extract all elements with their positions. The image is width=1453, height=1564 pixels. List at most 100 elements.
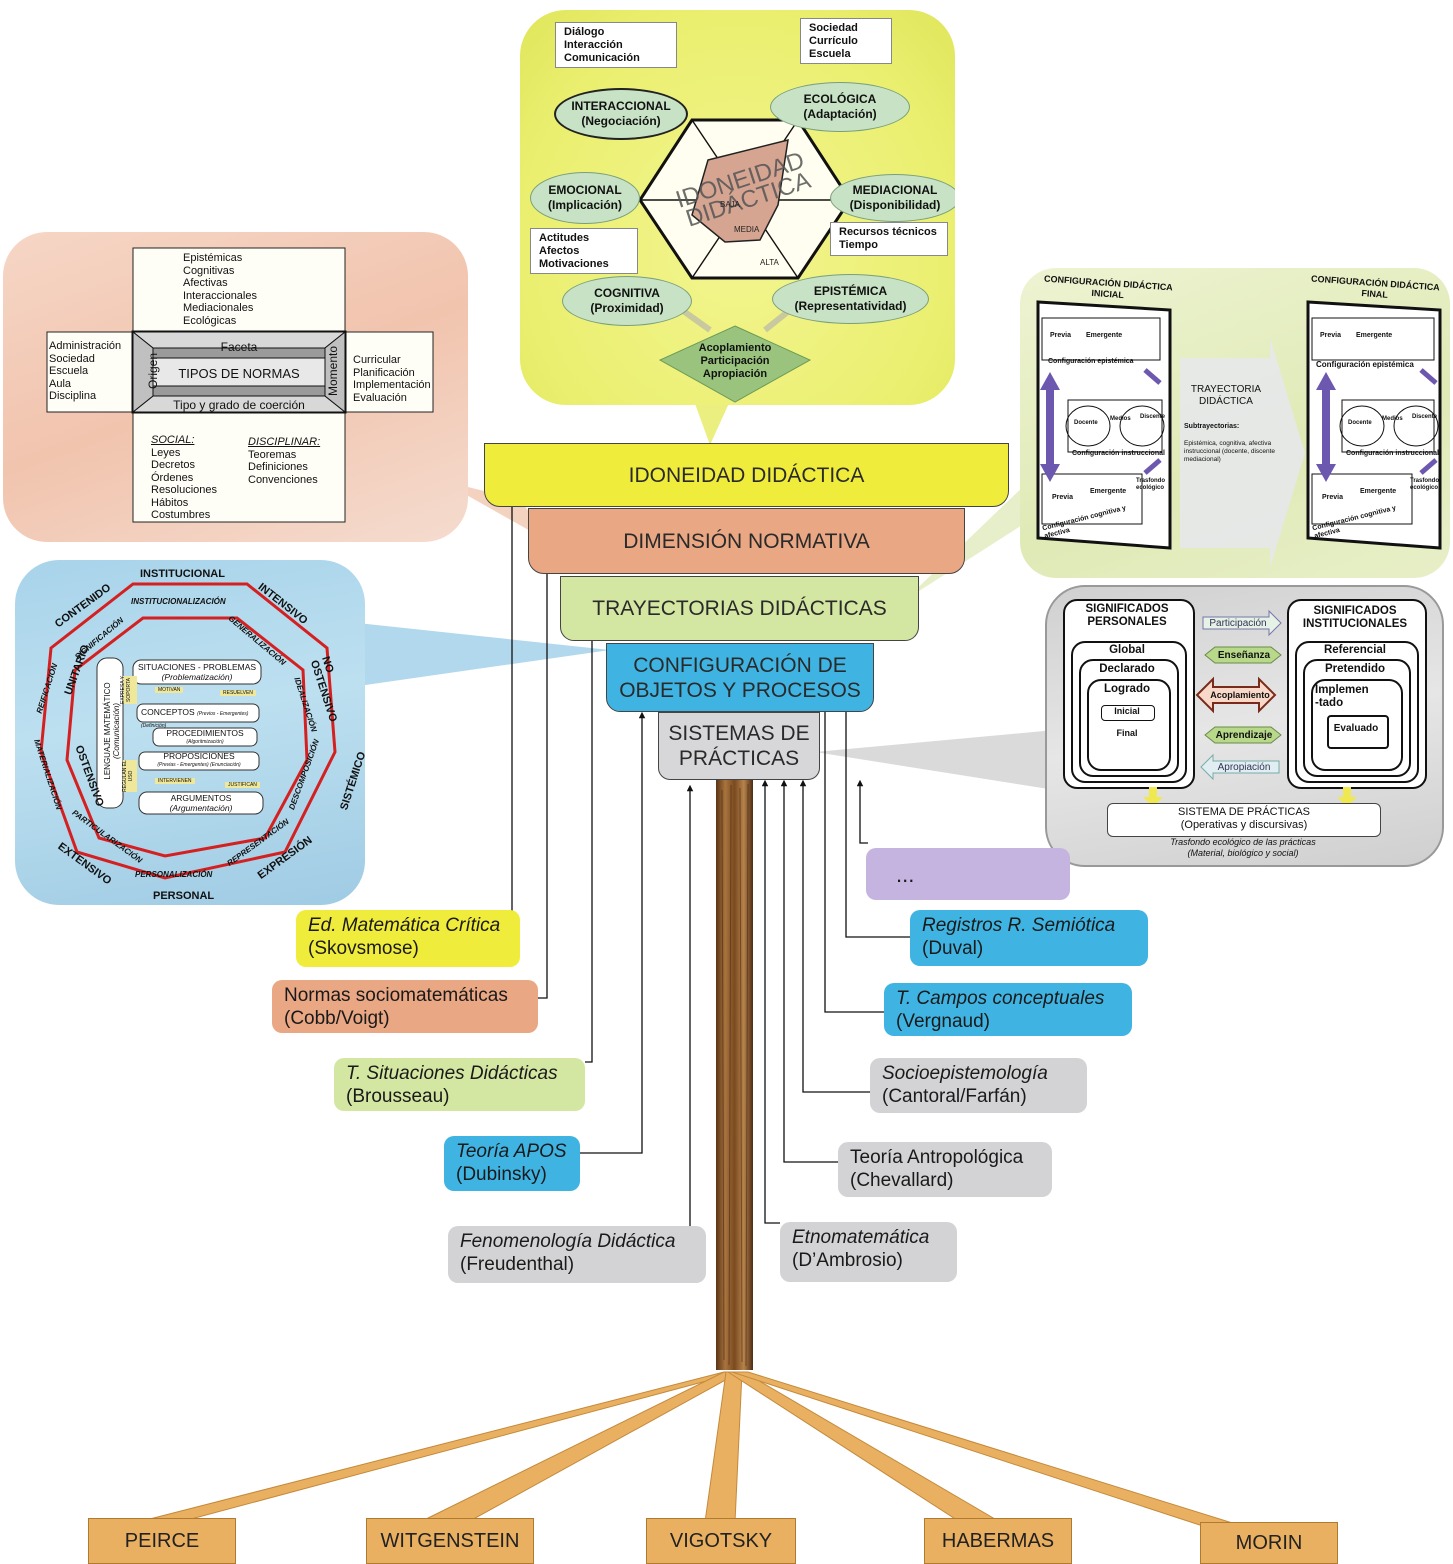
tier-trayectorias[interactable]: TRAYECTORIAS DIDÁCTICAS [560,576,919,641]
fin-trasfondo: Trasfondo ecológico [1410,478,1440,491]
fin-previa-2: Previa [1322,494,1344,501]
root-witgenstein[interactable]: WITGENSTEIN [366,1518,534,1564]
ini-conf-epistemica: Configuración epistémica [1048,358,1134,365]
obj-situaciones: SITUACIONES - PROBLEMAS(Problematización… [137,662,257,682]
fin-docente: Docente [1348,420,1372,426]
theory-dubinsky-author: (Dubinsky) [456,1164,547,1185]
ini-previa: Previa [1050,332,1072,339]
theory-chevallard-author: (Chevallard) [850,1170,954,1191]
theory-brousseau-author: (Brousseau) [346,1086,450,1107]
tier-trayectorias-label: TRAYECTORIAS DIDÁCTICAS [592,597,887,620]
institucionales-evaluado-box [1327,715,1389,749]
level-media: MEDIA [734,225,760,234]
theory-chevallard[interactable]: Teoría Antropológica (Chevallard) [838,1142,1052,1197]
tier-sistemas[interactable]: SISTEMAS DE PRÁCTICAS [658,712,820,780]
institucionales-implementado-label: Implemen-tado [1315,684,1369,709]
link-resuelven: RESUELVEN [220,690,256,696]
dimension-epistemica: EPISTÉMICA(Representatividad) [772,274,929,324]
theory-freudenthal[interactable]: Fenomenología Didáctica (Freudenthal) [448,1226,706,1283]
link-regulan: REGULAN EL USO [122,760,134,792]
ini-emergente-2: Emergente [1090,488,1127,495]
acoplamiento-diamond [658,325,812,403]
procesos-bubble: INSTITUCIONAL INTENSIVO NO OSTENSIVO SIS… [15,560,365,905]
theory-skovsmose-author: (Skovsmose) [308,938,419,959]
ini-docente: Docente [1074,420,1098,426]
arrow-apropiacion: Apropiación [1217,761,1271,773]
link-motivan: MOTIVAN [155,687,184,693]
theory-dambrosio-name: Etnomatemática [792,1227,930,1248]
proc-personalizacion: PERSONALIZACIÓN [135,870,213,879]
significados-bubble-tail [815,730,1055,790]
subtrayectorias-text: Epistémica, cognitiva, afectiva instrucc… [1184,440,1276,463]
ini-conf-instruccional: Configuración instruccional [1072,450,1165,457]
subtrayectorias-title: Subtrayectorias: [1184,423,1240,430]
theory-duval[interactable]: Registros R. Semiótica (Duval) [910,910,1148,966]
procesos-bubble-tail [330,620,610,690]
normas-bubble-tail [440,480,555,545]
fin-discente: Discente [1412,414,1438,420]
theory-brousseau[interactable]: T. Situaciones Didácticas (Brousseau) [334,1058,585,1111]
dimension-interaccional: INTERACCIONAL(Negociación) [554,88,688,140]
personales-inicial-box [1101,705,1155,721]
fin-conf-instruccional: Configuración instruccional [1346,450,1439,457]
theory-vergnaud-name: T. Campos conceptuales [896,988,1105,1009]
link-justifican: JUSTIFICAN [225,782,260,788]
theory-dubinsky[interactable]: Teoría APOS (Dubinsky) [444,1136,580,1191]
link-intervienen: INTERVIENEN [155,778,195,784]
theory-skovsmose[interactable]: Ed. Matemática Crítica (Skovsmose) [296,910,520,967]
theory-cantoral[interactable]: Socioepistemología (Cantoral/Farfán) [870,1058,1087,1113]
ini-emergente: Emergente [1086,332,1123,339]
dimension-cognitiva: COGNITIVA(Proximidad) [562,276,692,326]
link-expresa: EXPRESA Y SOPORTA [120,676,132,704]
root-vigotsky[interactable]: VIGOTSKY [646,1518,796,1564]
theory-more[interactable]: ... [866,848,1070,900]
procesos-octagons [39,582,337,880]
tier-normativa[interactable]: DIMENSIÓN NORMATIVA [528,508,965,574]
theory-cobb-author: (Cobb/Voigt) [284,1008,390,1029]
arrow-ensenanza: Enseñanza [1217,649,1271,661]
theory-duval-author: (Duval) [922,938,984,959]
idoneidad-bubble: IDONEIDAD DIDÁCTICA BAJA MEDIA ALTA Diál… [520,10,955,405]
fin-previa: Previa [1320,332,1342,339]
normas-coercion: Tipo y grado de coerción [173,398,305,412]
personales-inicial-label: Inicial [1114,706,1140,716]
root-morin[interactable]: MORIN [1200,1522,1338,1564]
theory-skovsmose-name: Ed. Matemática Crítica [308,915,501,936]
normas-origen: Origen [146,352,160,390]
fin-emergente-2: Emergente [1360,488,1397,495]
theory-dambrosio[interactable]: Etnomatemática (D’Ambrosio) [780,1222,957,1282]
theory-brousseau-name: T. Situaciones Didácticas [346,1063,558,1084]
idoneidad-hexagon: IDONEIDAD DIDÁCTICA BAJA MEDIA ALTA [638,118,852,403]
tier-configuracion[interactable]: CONFIGURACIÓN DE OBJETOS Y PROCESOS [606,643,874,712]
root-peirce[interactable]: PEIRCE [88,1518,236,1564]
obj-conceptos: CONCEPTOS (Previos - Emergentes) (Defini… [141,707,249,729]
personales-declarado-label: Declarado [1099,663,1155,675]
theory-dambrosio-author: (D’Ambrosio) [792,1250,903,1271]
dimension-mediacional: MEDIACIONAL(Disponibilidad) [830,174,955,222]
theory-cobb[interactable]: Normas sociomatemáticas (Cobb/Voigt) [272,980,538,1033]
tier-configuracion-label: CONFIGURACIÓN DE OBJETOS Y PROCESOS [619,653,861,702]
outer-institucional: INSTITUCIONAL [140,568,225,580]
trayectoria-bubble: CONFIGURACIÓN DIDÁCTICA INICIAL CONFIGUR… [1020,268,1450,578]
arrow-acoplamiento: Acoplamiento [1210,690,1270,700]
normas-center: TIPOS DE NORMAS [178,366,300,381]
level-alta: ALTA [760,258,779,267]
tier-normativa-label: DIMENSIÓN NORMATIVA [623,529,870,553]
ini-medios: Medios [1110,416,1131,422]
outer-personal: PERSONAL [153,890,215,902]
trayectoria-drawing [1036,300,1442,568]
theory-vergnaud[interactable]: T. Campos conceptuales (Vergnaud) [884,983,1132,1036]
institucionales-title: SIGNIFICADOS INSTITUCIONALES [1302,605,1408,630]
root-habermas[interactable]: HABERMAS [924,1518,1072,1564]
tier-idoneidad[interactable]: IDONEIDAD DIDÁCTICA [484,443,1009,507]
theory-chevallard-name: Teoría Antropológica [850,1147,1024,1168]
normas-box [46,247,434,523]
